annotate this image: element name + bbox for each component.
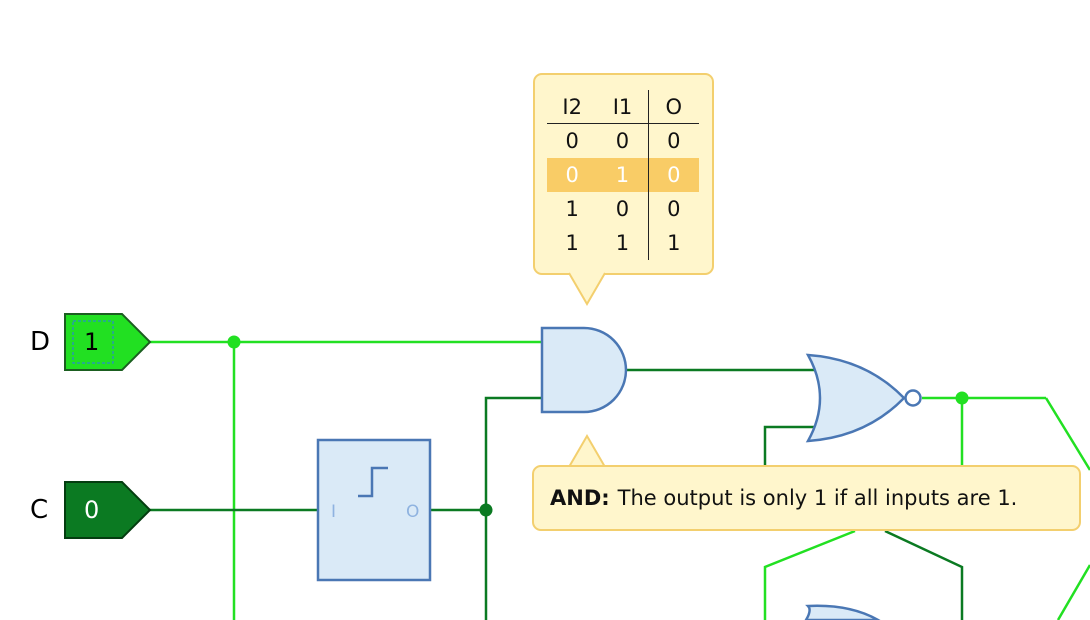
gate-description-tooltip: AND: The output is only 1 if all inputs … — [532, 465, 1081, 531]
pin-d-value: 1 — [84, 328, 100, 356]
wire-loop-right[interactable] — [1056, 564, 1090, 620]
wire-loop-dark[interactable] — [884, 529, 964, 620]
low-wires — [150, 368, 964, 620]
cell-i1: 1 — [615, 231, 630, 255]
cell-o: 0 — [647, 192, 699, 226]
cell-i2: 1 — [565, 231, 579, 255]
rising-edge-icon — [358, 466, 388, 498]
cell-o: 0 — [647, 158, 699, 192]
cell-i2: 0 — [547, 158, 598, 192]
cell-i1: 0 — [615, 197, 630, 221]
wire-nor-in2[interactable] — [763, 425, 814, 466]
pin-c-value: 0 — [84, 496, 100, 524]
edge-detector-block[interactable]: I O — [316, 438, 432, 582]
nor-gate[interactable] — [805, 353, 922, 443]
header-o: O — [647, 90, 699, 124]
junction-c — [479, 503, 493, 517]
truth-table-row: 1 1 1 — [547, 226, 699, 260]
cell-i2: 1 — [565, 197, 579, 221]
pin-d-focus-box — [72, 320, 114, 364]
truth-table-header: I2 I1 O — [547, 90, 699, 124]
description-tooltip-tail — [569, 434, 605, 468]
junction-d — [227, 335, 241, 349]
truth-table-row: 1 0 0 — [547, 192, 699, 226]
input-pin-c[interactable] — [64, 481, 152, 539]
and-gate[interactable] — [540, 326, 628, 414]
truth-table-tooltip-tail — [569, 272, 605, 306]
header-i1: I1 — [597, 90, 649, 124]
cell-o: 1 — [647, 226, 699, 260]
junction-nor-out — [955, 391, 969, 405]
wire-nor-out-right[interactable] — [1044, 397, 1090, 471]
gate-type-label: AND: — [550, 486, 610, 510]
cell-o: 0 — [647, 123, 699, 158]
gate-description-text: The output is only 1 if all inputs are 1… — [617, 486, 1018, 510]
wire-loop-left[interactable] — [763, 529, 856, 620]
pin-d-name: D — [30, 327, 51, 357]
wire-edge-to-and[interactable] — [484, 396, 542, 620]
high-wires — [150, 340, 1090, 620]
partial-gate-bottom[interactable] — [804, 604, 881, 620]
edge-out-label: O — [406, 502, 419, 522]
truth-table-row: 0 0 0 — [547, 123, 699, 158]
edge-in-label: I — [331, 502, 336, 522]
truth-table: I2 I1 O 0 0 0 0 1 0 1 0 0 1 1 1 — [547, 90, 699, 260]
nor-inversion-bubble — [904, 389, 922, 407]
cell-i1: 0 — [615, 129, 630, 153]
cell-i1: 1 — [597, 158, 649, 192]
input-pin-d[interactable] — [64, 313, 152, 371]
cell-i2: 0 — [565, 129, 579, 153]
header-i2: I2 — [547, 90, 598, 124]
pin-c-name: C — [30, 495, 49, 525]
truth-table-row-highlighted: 0 1 0 — [547, 158, 699, 192]
